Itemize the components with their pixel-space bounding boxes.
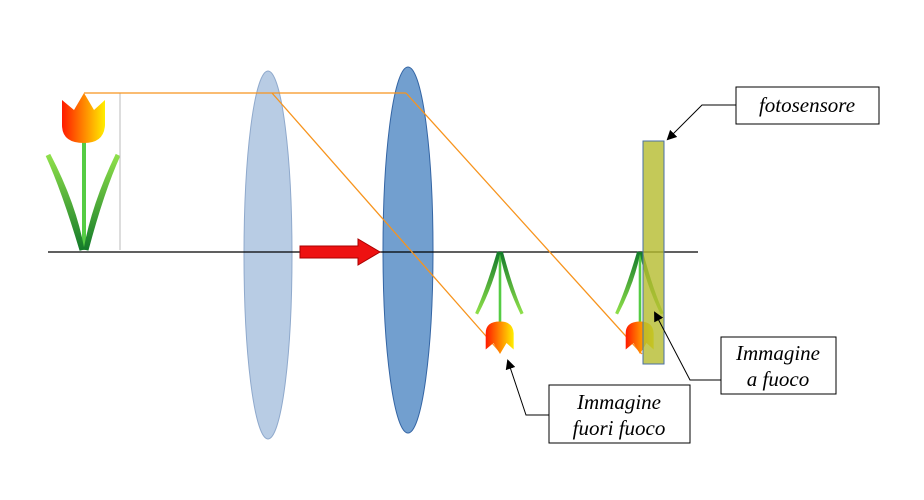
lens-movement-arrow — [299, 238, 381, 266]
out-focus-label-line1: Immagine — [576, 390, 661, 414]
ray-in-focus — [405, 92, 643, 355]
in-focus-label-box — [720, 336, 837, 395]
in-focus-callout-line — [654, 311, 721, 381]
in-focus-label-line2: a fuoco — [747, 367, 809, 391]
image-out-of-focus-tulip — [474, 250, 524, 356]
ray-lines — [84, 92, 643, 355]
out-focus-callout-line — [505, 359, 549, 416]
out-focus-label-line2: fuori fuoco — [573, 416, 666, 440]
out-focus-label-box — [548, 384, 691, 444]
ray-out-of-focus — [271, 92, 501, 353]
object-tulip — [48, 93, 118, 250]
sensor-label: fotosensore — [759, 93, 855, 117]
photosensor — [642, 140, 665, 365]
sensor-label-box — [735, 86, 880, 125]
lens-2 — [382, 66, 434, 434]
in-focus-label-line1: Immagine — [735, 341, 820, 365]
sensor-callout-line — [666, 104, 736, 141]
lens-1 — [243, 70, 293, 440]
